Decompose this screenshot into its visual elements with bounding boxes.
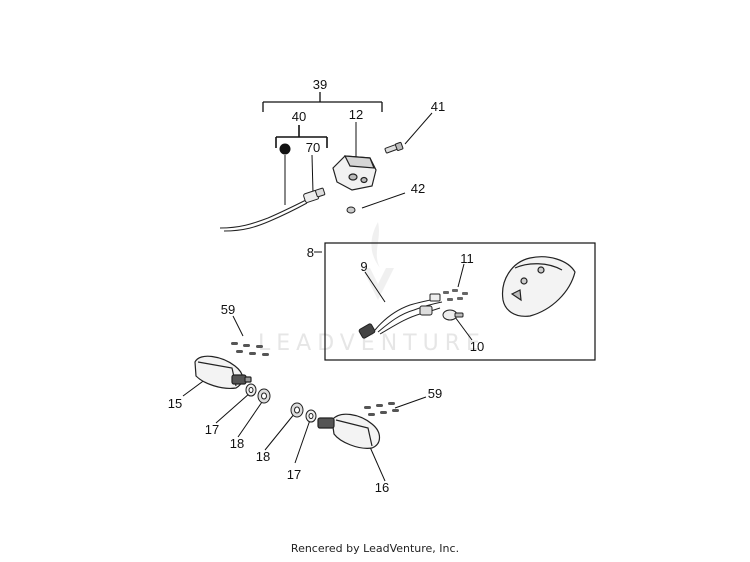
callout-17-right: 17 [287,467,301,482]
callout-16: 16 [375,480,389,495]
callout-40: 40 [292,109,306,124]
part-11-bits [443,289,468,301]
callout-15: 15 [168,396,182,411]
callout-59-left: 59 [221,302,235,317]
watermark-text: LEADVENTURE [258,331,486,356]
callout-39: 39 [313,77,327,92]
part-18-nut-left [257,388,271,404]
group-8-box [324,242,596,361]
callout-8: 8 [307,245,314,260]
callout-11: 11 [460,251,474,266]
bracket-40 [275,125,328,148]
bracket-39 [262,92,383,112]
part-9-harness [358,293,443,339]
callout-41: 41 [431,99,445,114]
part-41-bolt [384,141,404,154]
tail-housing [501,256,576,317]
part-12-lamp [332,155,377,191]
exploded-view-svg: LEADVENTURE [168,77,596,495]
part-59-right [364,402,399,416]
watermark-logo [362,222,394,300]
part-70-wire [219,187,326,232]
part-18-nut-right [290,402,304,418]
part-17-washer-left [245,383,257,397]
part-42-nut [346,206,356,214]
callout-70: 70 [306,140,320,155]
callout-42: 42 [411,181,425,196]
part-10-bulb [442,309,464,321]
footer-credit: Rencered by LeadVenture, Inc. [290,542,460,555]
callout-18-right: 18 [256,449,270,464]
callout-17-left: 17 [205,422,219,437]
callout-10: 10 [470,339,484,354]
part-16-signal-right [317,413,381,449]
dot-marker [279,143,291,155]
part-17-washer-right [305,409,317,423]
part-15-signal-left [194,355,252,389]
callout-18-left: 18 [230,436,244,451]
callout-9: 9 [360,259,367,274]
leader-lines [182,112,473,482]
callout-59-right: 59 [428,386,442,401]
part-59-left [231,342,269,356]
callout-12: 12 [349,107,363,122]
